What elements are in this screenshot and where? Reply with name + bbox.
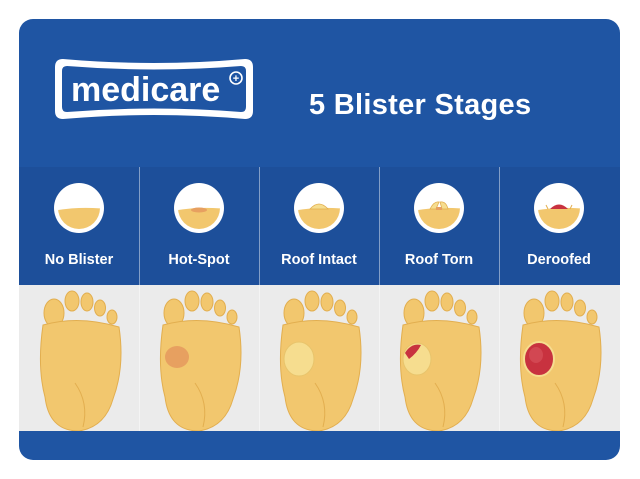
- blister-deroofed-icon: [534, 183, 584, 233]
- logo-wordmark: medicare: [71, 71, 220, 109]
- page-title: 5 Blister Stages: [309, 89, 532, 121]
- stage-label: Roof Torn: [404, 252, 474, 268]
- foot-no-blister: [39, 290, 122, 431]
- logo-plus: +: [233, 73, 239, 85]
- stage-label: Hot-Spot: [168, 252, 230, 268]
- foot-roof-torn: [399, 290, 482, 431]
- blister-torn-icon: [414, 183, 464, 233]
- stage-label: Deroofed: [527, 252, 591, 268]
- medicare-logo: medicare +: [55, 59, 253, 119]
- blister-intact-icon: [294, 183, 344, 233]
- foot-roof-intact: [279, 290, 362, 431]
- stage-label: Roof Intact: [281, 252, 357, 268]
- foot-hot-spot: [159, 290, 242, 431]
- blister-stages-card: medicare + 5 Blister Stages No Blister: [19, 19, 620, 460]
- stage-deroofed: Deroofed: [499, 167, 620, 431]
- stage-hot-spot: Hot-Spot: [139, 167, 259, 431]
- hot-spot-icon: [174, 183, 224, 233]
- stages-strip: No Blister Hot-S: [19, 167, 620, 431]
- stage-roof-intact: Roof Intact: [259, 167, 379, 431]
- stage-roof-torn: Roof Torn: [379, 167, 499, 431]
- skin-cross-section-icon: [54, 183, 104, 233]
- stage-label: No Blister: [44, 252, 114, 268]
- stage-no-blister: No Blister: [19, 167, 139, 431]
- foot-deroofed: [519, 290, 602, 431]
